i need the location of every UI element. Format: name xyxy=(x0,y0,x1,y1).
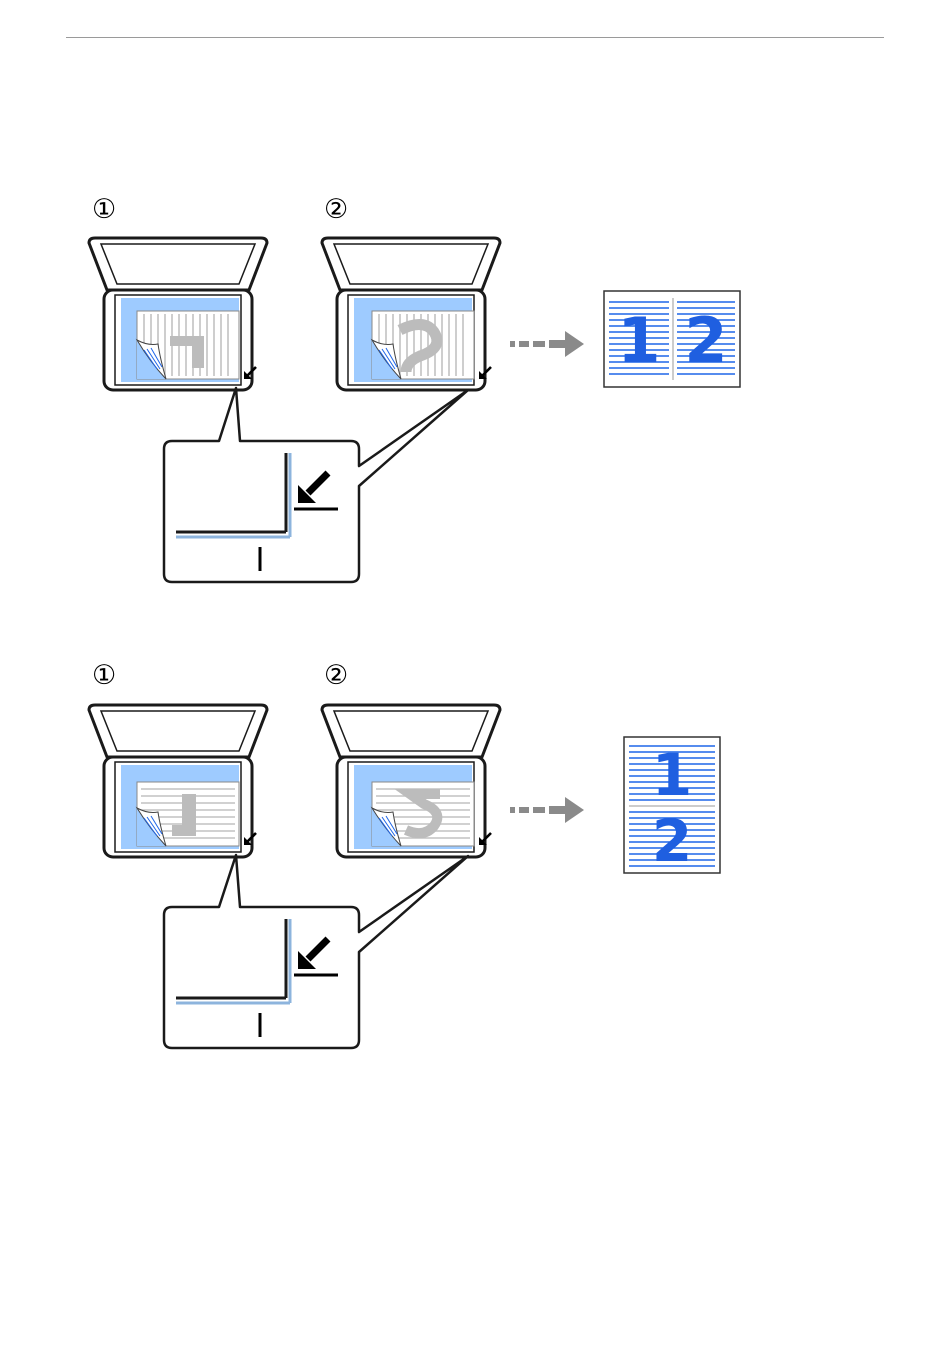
result-page-number-2: 2 xyxy=(684,304,727,377)
alignment-callout xyxy=(164,855,468,1048)
arrow-right-icon xyxy=(510,797,584,823)
scanner-step-2 xyxy=(322,238,500,390)
scanner-step-1 xyxy=(89,238,267,390)
original-page-2 xyxy=(372,311,474,379)
result-page-number-1: 1 xyxy=(652,741,692,809)
arrow-right-icon xyxy=(510,331,584,357)
scanner-step-1 xyxy=(89,705,267,857)
original-page-1 xyxy=(137,311,239,379)
result-page-number-1: 1 xyxy=(617,304,660,377)
original-page-1 xyxy=(137,782,239,846)
result-page-landscape: 1 2 xyxy=(604,291,740,387)
original-page-2 xyxy=(372,782,474,846)
scanner-step-2 xyxy=(322,705,500,857)
result-page-number-2: 2 xyxy=(652,807,692,875)
alignment-callout xyxy=(164,388,468,582)
result-page-portrait: 1 2 xyxy=(624,737,720,875)
